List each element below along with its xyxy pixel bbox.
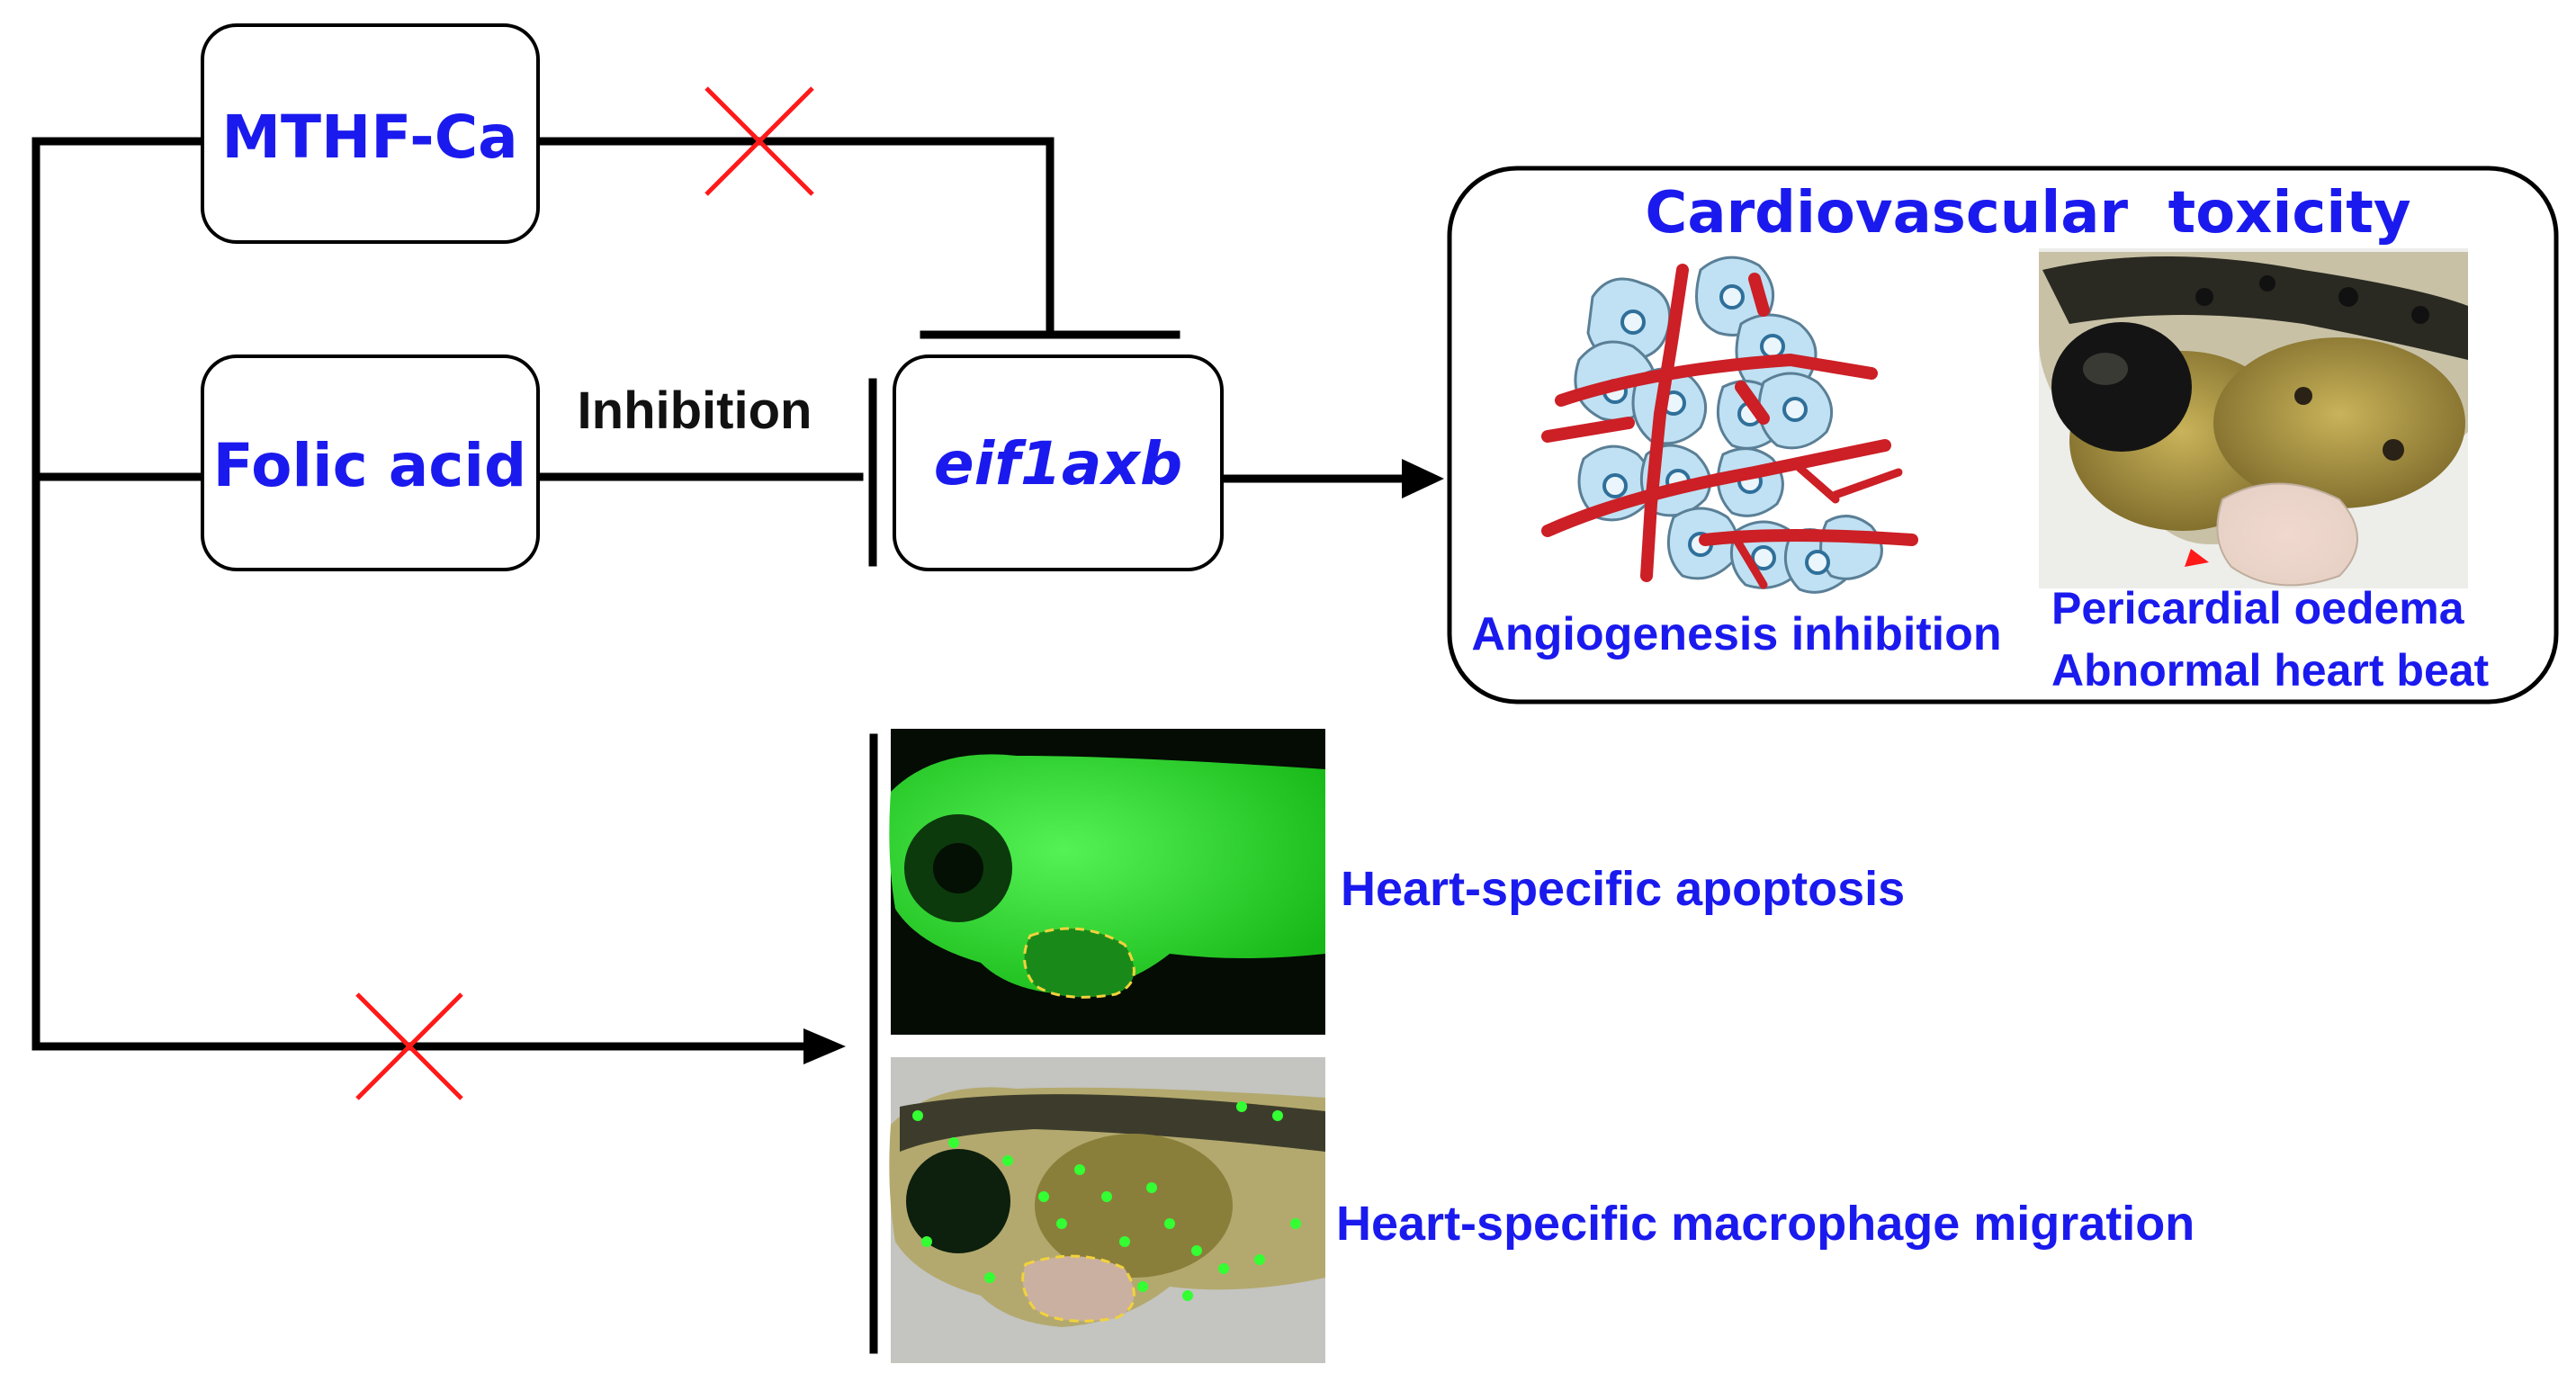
angiogenesis-illustration [1541,256,1918,594]
arrowhead-toxicity [1402,459,1444,498]
macrophage-caption: Heart-specific macrophage migration [1336,1197,2195,1251]
folic-acid-label: Folic acid [213,431,527,500]
folic-acid-node: Folic acid [201,354,540,571]
red-cross-top [705,86,814,196]
apoptosis-fluorescence-photo [889,729,1325,1035]
apoptosis-caption: Heart-specific apoptosis [1341,862,1905,916]
inhibition-label: Inhibition [578,381,812,440]
mthf-ca-node: MTHF-Ca [201,23,540,244]
arrowhead-bottom [803,1028,846,1064]
connector-lines [31,137,1408,1354]
pericardial-oedema-photo [2039,248,2468,588]
abnormal-heartbeat-caption: Abnormal heart beat [2051,645,2490,696]
angiogenesis-caption: Angiogenesis inhibition [1471,608,2001,660]
cardiovascular-toxicity-panel: Cardiovascular toxicity [1447,166,2559,704]
toxicity-title: Cardiovascular toxicity [1645,180,2410,247]
mthf-ca-label: MTHF-Ca [221,103,517,172]
eif1axb-label: eif1axb [934,429,1182,498]
red-cross-bottom [355,992,463,1100]
macrophage-migration-photo [889,1057,1325,1363]
pericardial-oedema-caption: Pericardial oedema [2051,583,2465,633]
eif1axb-node: eif1axb [893,354,1224,571]
